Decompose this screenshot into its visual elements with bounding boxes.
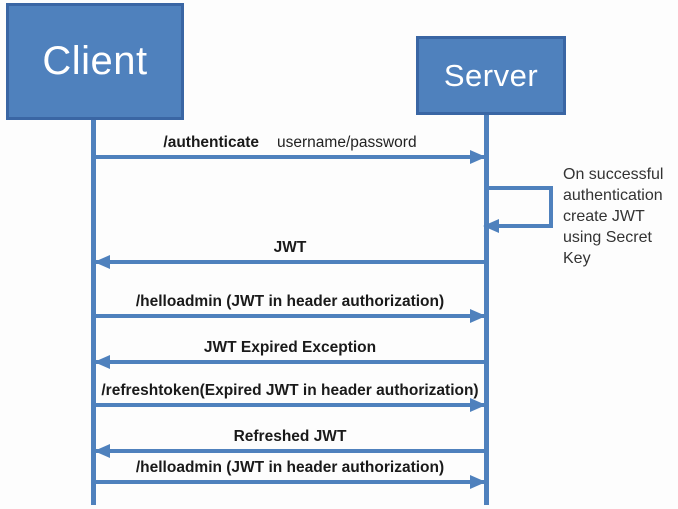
actor-box-server: Server (416, 36, 566, 115)
message-authenticate-params: username/password (277, 134, 417, 151)
note-line: create JWT (563, 208, 645, 225)
arrowhead-right-icon (470, 150, 486, 164)
client-lifeline (91, 120, 96, 505)
self-message-create-jwt (483, 186, 553, 233)
arrowhead-right-icon (470, 475, 486, 489)
message-authenticate: /authenticate username/password (96, 133, 486, 164)
message-refreshtoken-arrow (96, 398, 486, 412)
message-helloadmin-1-label: /helloadmin (JWT in header authorization… (135, 293, 445, 310)
message-authenticate-arrow (96, 150, 486, 164)
message-helloadmin-2-arrow (96, 475, 486, 489)
message-jwt-expired: JWT Expired Exception (94, 338, 484, 369)
message-jwt-arrow (94, 255, 484, 269)
note-line: authentication (563, 187, 663, 204)
message-helloadmin-2: /helloadmin (JWT in header authorization… (96, 458, 486, 489)
note-line: On successful (563, 166, 664, 183)
message-refreshed-jwt-arrow (94, 444, 484, 458)
server-lifeline (484, 115, 489, 505)
arrowhead-right-icon (470, 398, 486, 412)
note-line: using Secret (563, 229, 652, 246)
message-authenticate-endpoint: /authenticate (163, 134, 260, 151)
note-create-jwt: On successful authentication create JWT … (563, 164, 678, 269)
message-jwt-label: JWT (273, 239, 307, 256)
message-jwt-expired-label: JWT Expired Exception (203, 339, 377, 356)
actor-label-server: Server (443, 57, 539, 93)
arrowhead-left-icon (94, 355, 110, 369)
message-refreshed-jwt-label: Refreshed JWT (233, 428, 347, 445)
message-helloadmin-2-label: /helloadmin (JWT in header authorization… (135, 459, 445, 476)
arrowhead-left-icon (483, 219, 499, 233)
message-refreshtoken: /refreshtoken(Expired JWT in header auth… (96, 381, 486, 412)
message-authenticate-label: /authenticate username/password (96, 133, 484, 153)
message-refreshed-jwt: Refreshed JWT (94, 427, 484, 458)
arrowhead-left-icon (94, 255, 110, 269)
note-line: Key (563, 250, 591, 267)
message-jwt-expired-arrow (94, 355, 484, 369)
actor-box-client: Client (6, 3, 184, 120)
arrowhead-left-icon (94, 444, 110, 458)
message-helloadmin-1: /helloadmin (JWT in header authorization… (96, 292, 486, 323)
message-helloadmin-1-arrow (96, 309, 486, 323)
arrowhead-right-icon (470, 309, 486, 323)
message-refreshtoken-label: /refreshtoken(Expired JWT in header auth… (101, 382, 479, 399)
message-jwt: JWT (94, 238, 484, 269)
actor-label-client: Client (42, 39, 148, 83)
